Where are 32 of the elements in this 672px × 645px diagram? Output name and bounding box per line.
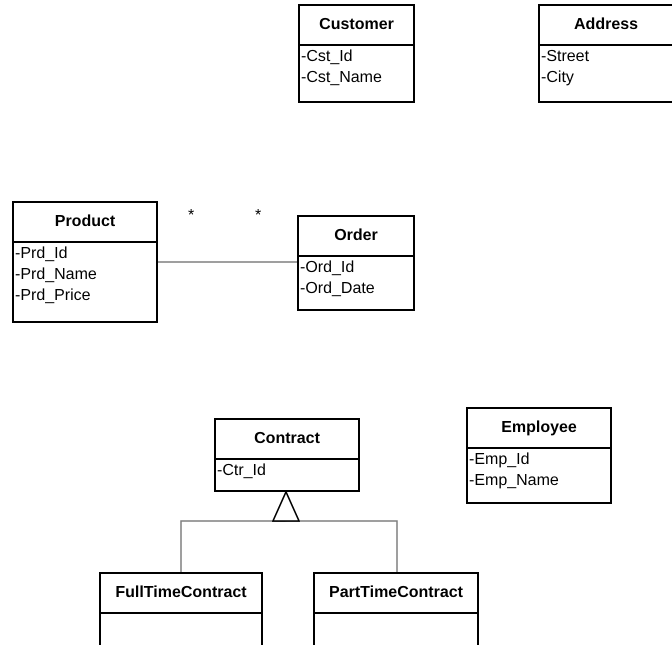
attribute-text: -Emp_Name [468,471,560,491]
multiplicity-label: * [255,207,262,225]
attribute-text: -Ord_Id [299,258,356,278]
class-name: FullTimeContract [115,584,247,602]
multiplicity-label: * [188,207,194,225]
class-box [297,215,415,311]
class-name: Address [574,16,638,34]
attribute-text: -City [540,68,575,88]
class-name: PartTimeContract [329,584,463,602]
inheritance-arrow [272,491,398,572]
class-box [99,572,263,645]
class-name: Customer [319,16,394,34]
attribute-text: -Prd_Id [14,244,68,264]
attribute-text: -Cst_Id [300,47,354,67]
class-box [466,407,612,504]
class-box [298,4,415,103]
class-name: Employee [501,419,577,437]
class-name: Product [54,213,116,231]
attribute-text: -Prd_Name [14,265,98,285]
class-box [214,418,360,492]
association-line [158,261,297,263]
class-box [313,572,479,645]
attribute-text: -Street [540,47,590,67]
attribute-text: -Ord_Date [299,279,376,299]
class-box [538,4,672,103]
class-name: Order [334,227,378,245]
attribute-text: -Cst_Name [300,68,383,88]
attribute-text: -Ctr_Id [216,461,267,481]
class-box [12,201,158,323]
class-name: Contract [254,430,320,448]
attribute-text: -Emp_Id [468,450,530,470]
attribute-text: -Prd_Price [14,286,92,306]
